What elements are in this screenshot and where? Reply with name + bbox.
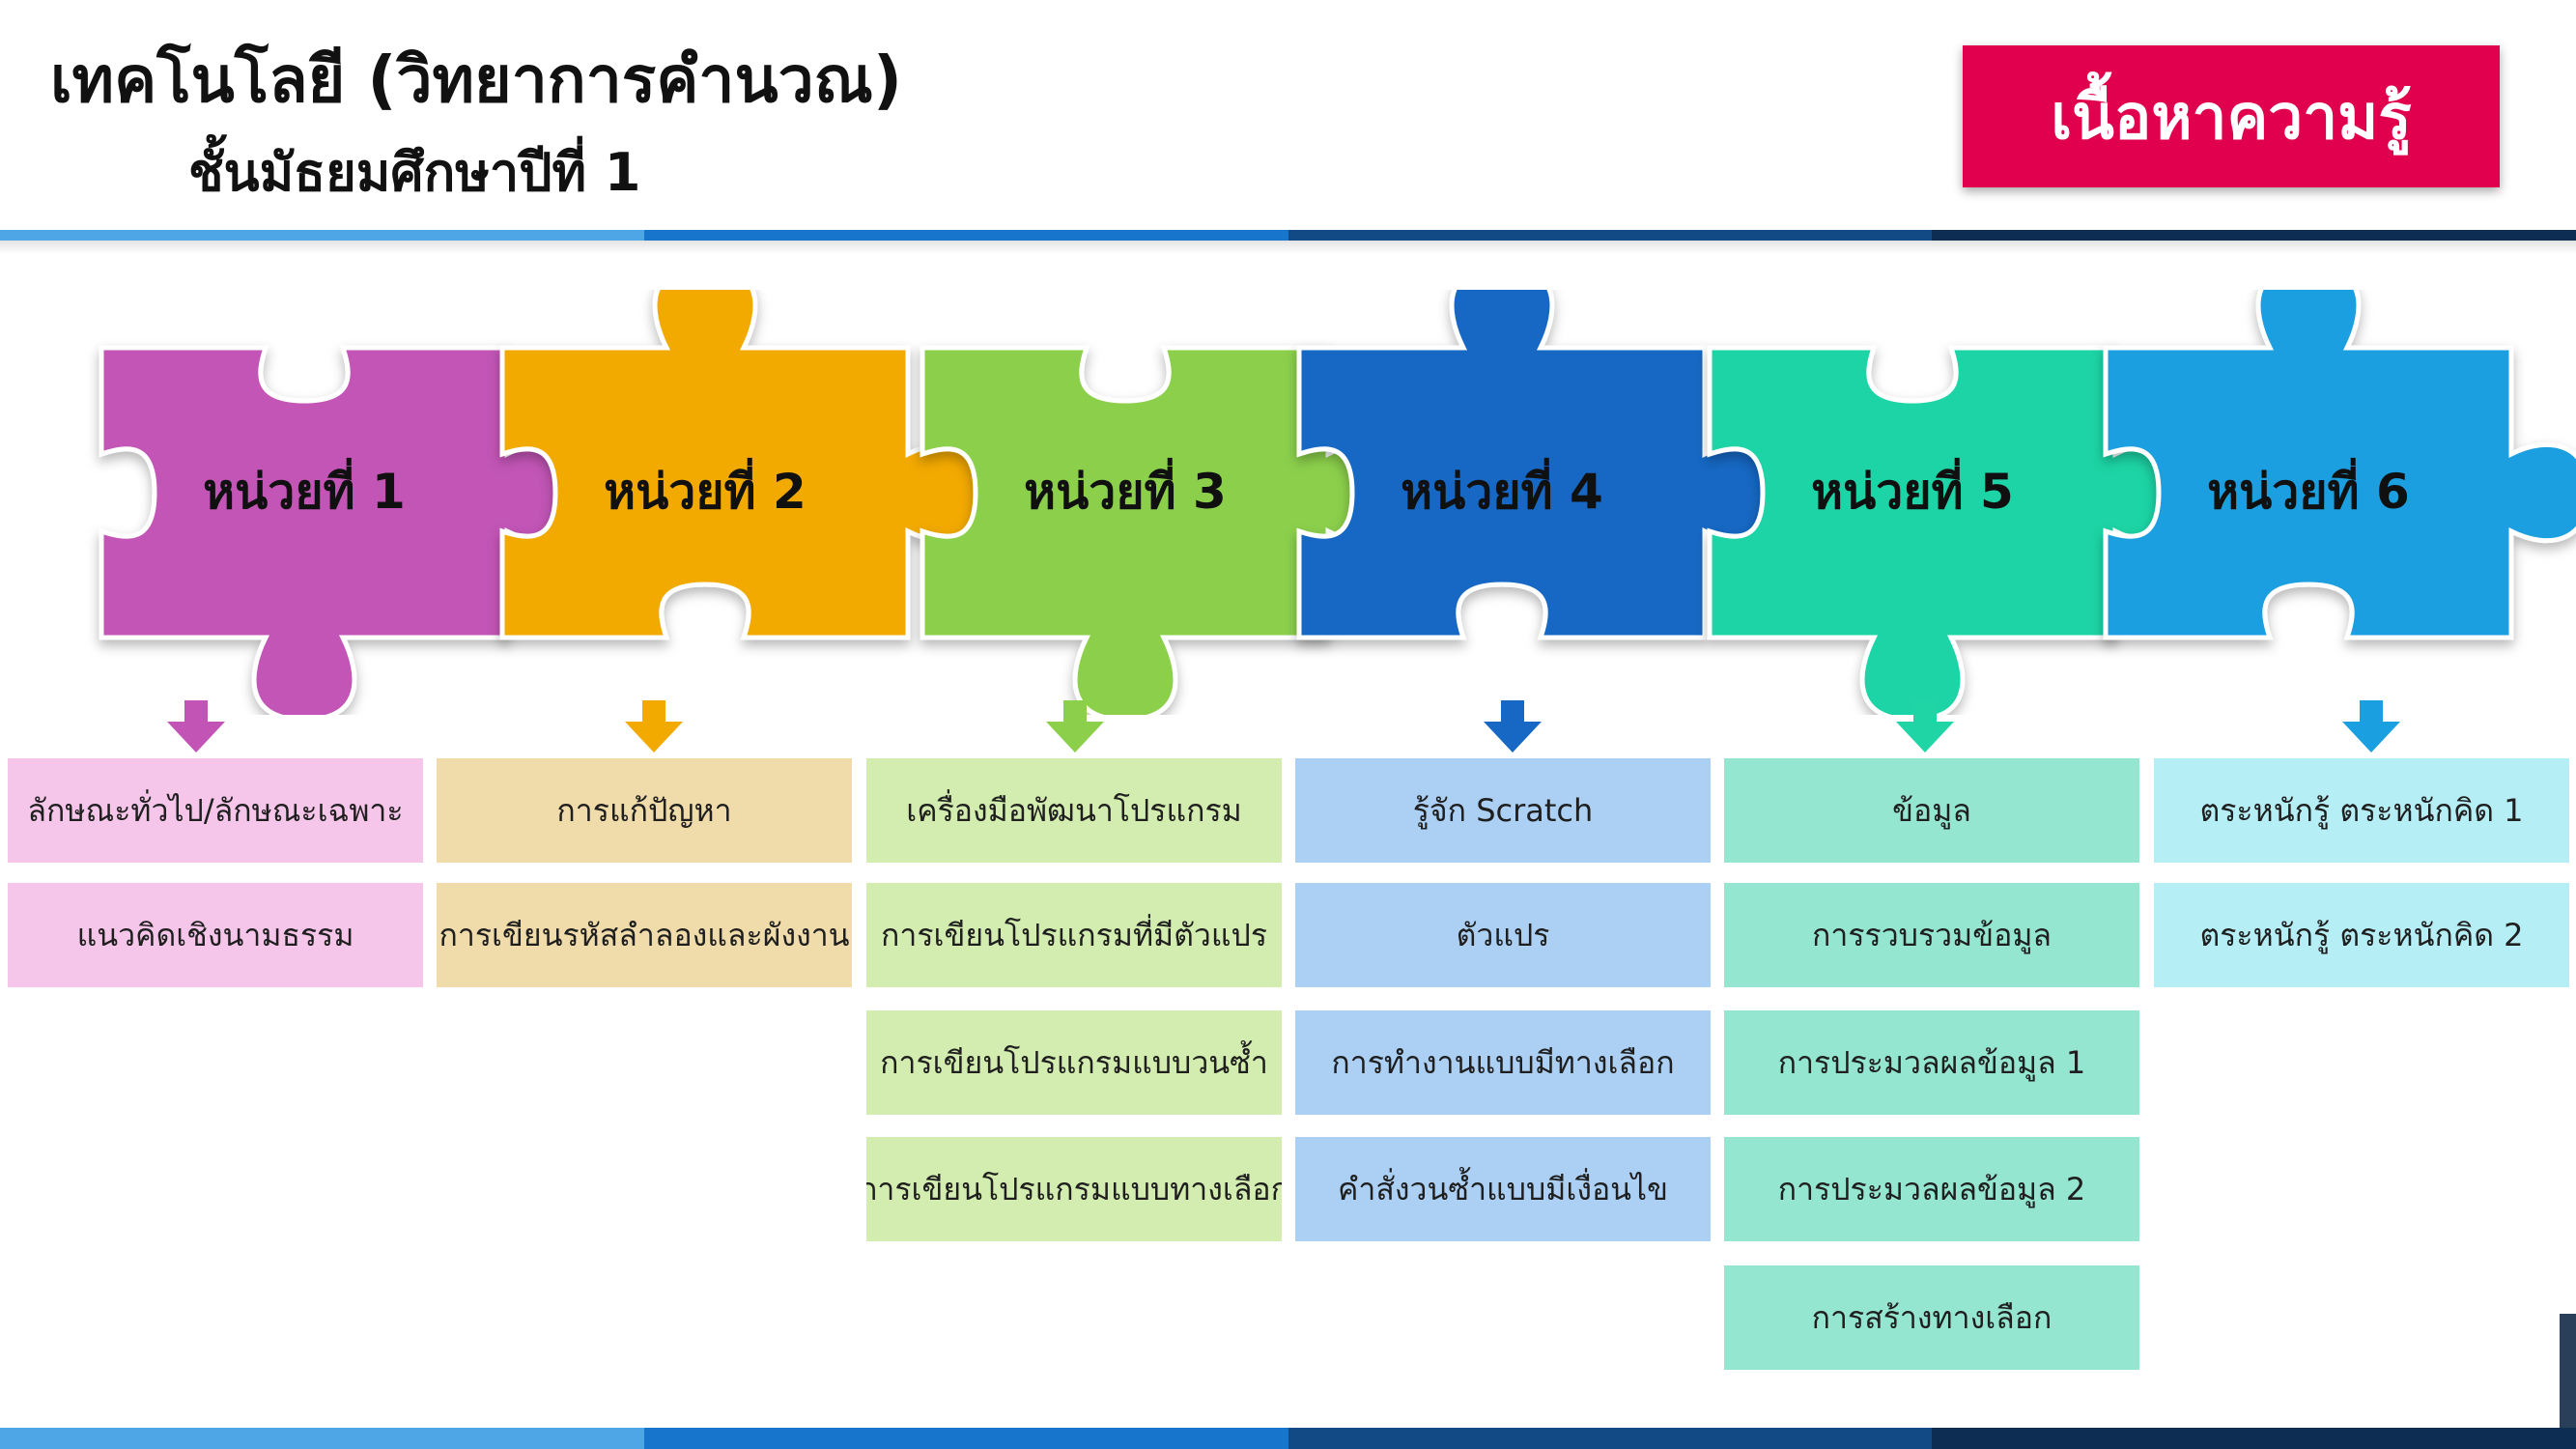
stripe-segment	[1932, 1428, 2576, 1449]
topic-box-unit4-1: รู้จัก Scratch	[1295, 758, 1711, 863]
topic-box-unit5-5: การสร้างทางเลือก	[1724, 1265, 2139, 1370]
topic-box-unit5-3: การประมวลผลข้อมูล 1	[1724, 1010, 2139, 1115]
topic-box-unit3-3: การเขียนโปรแกรมแบบวนซ้ำ	[866, 1010, 1282, 1115]
topic-box-unit4-2: ตัวแปร	[1295, 883, 1711, 987]
edge-shade	[2560, 1314, 2576, 1428]
topic-box-unit6-2: ตระหนักรู้ ตระหนักคิด 2	[2154, 883, 2569, 987]
down-arrow-icon	[1046, 700, 1104, 753]
down-arrow-icon	[167, 700, 225, 753]
stripe-segment	[1288, 1428, 1933, 1449]
topic-box-unit4-3: การทำงานแบบมีทางเลือก	[1295, 1010, 1711, 1115]
topic-box-unit4-4: คำสั่งวนซ้ำแบบมีเงื่อนไข	[1295, 1137, 1711, 1241]
unit-label-1: หน่วยที่ 1	[203, 464, 406, 520]
topic-box-unit3-2: การเขียนโปรแกรมที่มีตัวแปร	[866, 883, 1282, 987]
content-badge: เนื้อหาความรู้	[1963, 45, 2500, 187]
stripe-segment	[0, 1428, 644, 1449]
unit-label-4: หน่วยที่ 4	[1401, 464, 1603, 520]
unit-label-2: หน่วยที่ 2	[604, 464, 807, 520]
puzzle-piece-5	[1707, 345, 2195, 715]
topic-box-unit1-2: แนวคิดเชิงนามธรรม	[8, 883, 423, 987]
stripe-segment	[1932, 230, 2576, 241]
topic-box-unit5-4: การประมวลผลข้อมูล 2	[1724, 1137, 2139, 1241]
topic-box-unit6-1: ตระหนักรู้ ตระหนักคิด 1	[2154, 758, 2569, 863]
unit-label-3: หน่วยที่ 3	[1024, 464, 1227, 520]
top-divider-stripe	[0, 230, 2576, 241]
topic-box-unit1-1: ลักษณะทั่วไป/ลักษณะเฉพาะ	[8, 758, 423, 863]
down-arrow-icon	[2342, 700, 2400, 753]
topic-box-unit3-1: เครื่องมือพัฒนาโปรแกรม	[866, 758, 1282, 863]
puzzle-strip	[99, 290, 2576, 715]
puzzle-piece-3	[920, 345, 1408, 715]
topic-box-unit5-1: ข้อมูล	[1724, 758, 2139, 863]
stripe-segment	[643, 1428, 1288, 1449]
topic-box-unit3-4: การเขียนโปรแกรมแบบทางเลือก	[866, 1137, 1282, 1241]
down-arrow-icon	[625, 700, 683, 753]
page-subtitle: ชั้นมัธยมศึกษาปีที่ 1	[188, 142, 641, 203]
stripe-segment	[0, 230, 644, 241]
page-title: เทคโนโลยี (วิทยาการคำนวณ)	[50, 43, 903, 117]
down-arrow-icon	[1484, 700, 1542, 753]
puzzle-piece-6	[2103, 290, 2576, 640]
unit-label-6: หน่วยที่ 6	[2207, 464, 2410, 520]
puzzle-piece-1	[99, 345, 587, 715]
puzzle-piece-2	[499, 290, 988, 640]
stripe-segment	[643, 230, 1288, 241]
bottom-divider-stripe	[0, 1428, 2576, 1449]
topic-box-unit2-1: การแก้ปัญหา	[437, 758, 852, 863]
topic-box-unit5-2: การรวบรวมข้อมูล	[1724, 883, 2139, 987]
divider-shadow	[0, 241, 2576, 254]
down-arrow-icon	[1896, 700, 1954, 753]
topic-box-unit2-2: การเขียนรหัสลำลองและผังงาน	[437, 883, 852, 987]
unit-label-5: หน่วยที่ 5	[1811, 464, 2014, 520]
stripe-segment	[1288, 230, 1933, 241]
